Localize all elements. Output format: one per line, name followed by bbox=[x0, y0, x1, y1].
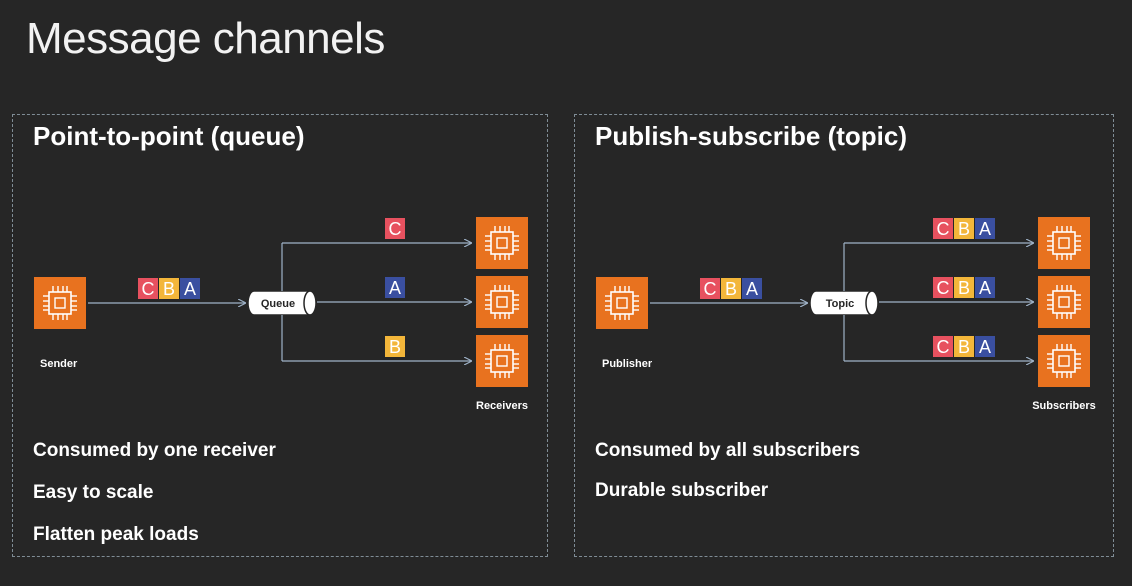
ec2-instance-icon-bg bbox=[34, 277, 86, 329]
message-b-label: B bbox=[958, 278, 970, 298]
message-c-label: C bbox=[937, 219, 950, 239]
point-to-point-panel: Point-to-point (queue) Consumed by one r… bbox=[12, 114, 548, 557]
message-b-label: B bbox=[958, 337, 970, 357]
message-a-block bbox=[975, 277, 995, 298]
ec2-instance-icon bbox=[43, 286, 77, 320]
message-c-block bbox=[933, 277, 953, 298]
ec2-instance-icon bbox=[605, 286, 639, 320]
message-b-label: B bbox=[958, 219, 970, 239]
receiver-ec2-3 bbox=[476, 335, 528, 387]
point-to-point-heading: Point-to-point (queue) bbox=[33, 121, 305, 151]
receivers-label: Subscribers bbox=[1032, 400, 1096, 412]
ec2-instance-icon-bg bbox=[476, 217, 528, 269]
message-b-block bbox=[385, 336, 405, 357]
message-a-label: A bbox=[979, 278, 991, 298]
channel-cylinder-end bbox=[303, 290, 317, 316]
outgoing-messages-1: C bbox=[385, 218, 405, 239]
message-b-label: B bbox=[389, 337, 401, 357]
message-c-label: C bbox=[937, 278, 950, 298]
message-b-block bbox=[721, 278, 741, 299]
ec2-instance-icon-bg bbox=[596, 277, 648, 329]
message-b-block bbox=[159, 278, 179, 299]
message-a-block bbox=[975, 336, 995, 357]
message-c-label: C bbox=[937, 337, 950, 357]
message-b-label: B bbox=[163, 279, 175, 299]
message-c-label: C bbox=[142, 279, 155, 299]
message-a-label: A bbox=[979, 219, 991, 239]
message-c-block bbox=[138, 278, 158, 299]
message-c-label: C bbox=[704, 279, 717, 299]
ec2-instance-icon bbox=[485, 226, 519, 260]
ec2-instance-icon bbox=[485, 285, 519, 319]
publish-subscribe-panel: Publish-subscribe (topic) Consumed by al… bbox=[574, 114, 1114, 557]
message-b-block bbox=[954, 218, 974, 239]
receiver-ec2-3 bbox=[1038, 335, 1090, 387]
message-a-label: A bbox=[184, 279, 196, 299]
message-c-label: C bbox=[389, 219, 402, 239]
message-a-block bbox=[742, 278, 762, 299]
sender-label: Publisher bbox=[602, 358, 653, 370]
ec2-instance-icon bbox=[485, 344, 519, 378]
ec2-instance-icon-bg bbox=[476, 335, 528, 387]
publish-subscribe-heading: Publish-subscribe (topic) bbox=[595, 121, 908, 151]
sender-ec2 bbox=[34, 277, 86, 329]
message-c-block bbox=[385, 218, 405, 239]
receiver-ec2-2 bbox=[1038, 276, 1090, 328]
ec2-instance-icon-bg bbox=[476, 276, 528, 328]
ec2-instance-icon bbox=[1047, 344, 1081, 378]
sender-label: Sender bbox=[40, 358, 78, 370]
message-c-block bbox=[933, 218, 953, 239]
message-c-block bbox=[933, 336, 953, 357]
message-b-label: B bbox=[725, 279, 737, 299]
channel-label: Topic bbox=[826, 298, 855, 310]
ec2-instance-icon bbox=[1047, 226, 1081, 260]
message-b-block bbox=[954, 277, 974, 298]
message-a-label: A bbox=[746, 279, 758, 299]
message-a-label: A bbox=[389, 278, 401, 298]
sender-ec2 bbox=[596, 277, 648, 329]
message-a-block bbox=[180, 278, 200, 299]
receiver-ec2-1 bbox=[476, 217, 528, 269]
receiver-ec2-2 bbox=[476, 276, 528, 328]
receivers-label: Receivers bbox=[476, 400, 528, 412]
message-a-block bbox=[975, 218, 995, 239]
right-bullet-2: Durable subscriber bbox=[595, 480, 769, 501]
ec2-instance-icon-bg bbox=[1038, 217, 1090, 269]
channel-cylinder-end bbox=[865, 290, 879, 316]
ec2-instance-icon-bg bbox=[1038, 276, 1090, 328]
message-c-block bbox=[700, 278, 720, 299]
left-bullet-1: Consumed by one receiver bbox=[33, 440, 276, 461]
channel-label: Queue bbox=[261, 298, 295, 310]
page-title: Message channels bbox=[26, 14, 385, 63]
channel: Topic bbox=[809, 290, 879, 316]
left-bullet-2: Easy to scale bbox=[33, 482, 154, 503]
channel: Queue bbox=[247, 290, 317, 316]
ec2-instance-icon bbox=[1047, 285, 1081, 319]
outgoing-messages-3: B bbox=[385, 336, 405, 357]
receiver-ec2-1 bbox=[1038, 217, 1090, 269]
message-a-block bbox=[385, 277, 405, 298]
message-b-block bbox=[954, 336, 974, 357]
left-bullet-3: Flatten peak loads bbox=[33, 524, 199, 545]
ec2-instance-icon-bg bbox=[1038, 335, 1090, 387]
outgoing-messages-2: A bbox=[385, 277, 405, 298]
message-a-label: A bbox=[979, 337, 991, 357]
right-bullet-1: Consumed by all subscribers bbox=[595, 440, 861, 461]
